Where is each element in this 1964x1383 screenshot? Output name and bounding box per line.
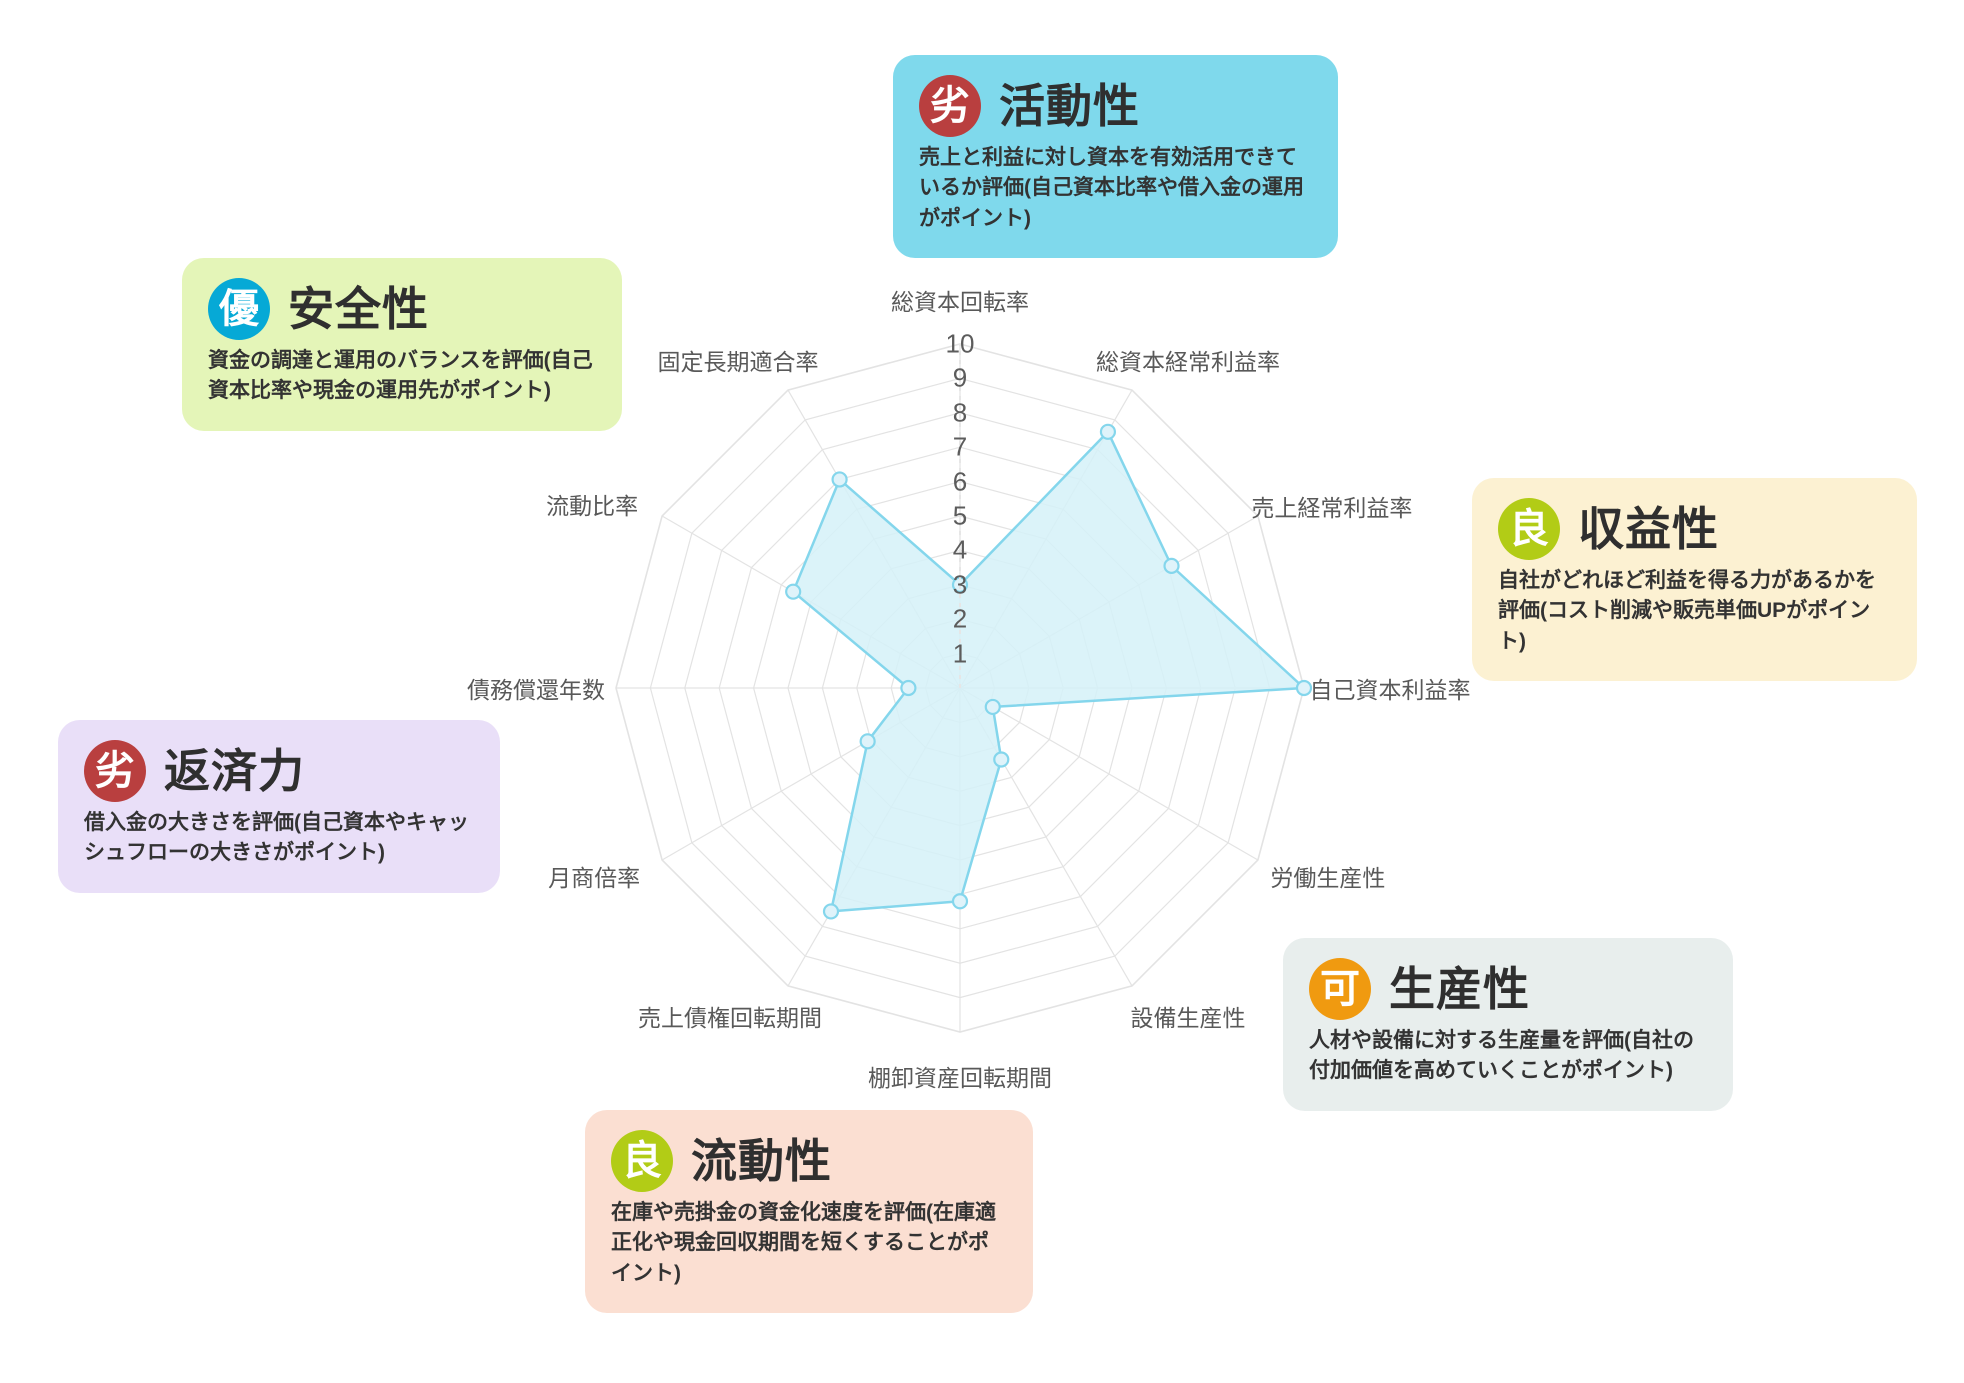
radar-tick-label-4: 4 bbox=[952, 534, 968, 565]
radar-tick-label-6: 6 bbox=[952, 466, 968, 497]
radar-axis-label-4: 労働生産性 bbox=[1270, 865, 1386, 891]
radar-tick-label-2: 2 bbox=[952, 603, 968, 634]
card-activity-title: 活動性 bbox=[999, 80, 1140, 132]
card-productivity-rank-badge: 可 bbox=[1309, 958, 1371, 1020]
card-activity[interactable]: 劣 活動性 売上と利益に対し資本を有効活用できているか評価(自己資本比率や借入金… bbox=[893, 55, 1338, 259]
radar-point-1 bbox=[1099, 423, 1117, 440]
radar-chart-svg bbox=[615, 343, 1313, 1033]
card-safety-title: 安全性 bbox=[288, 283, 429, 335]
card-profitability-description: 自社がどれほど利益を得る力があるかを評価(コスト削減や販売単価UPがポイント) bbox=[1498, 569, 1876, 653]
radar-axis-label-3: 自己資本利益率 bbox=[1309, 677, 1471, 703]
card-activity-rank-badge: 劣 bbox=[919, 75, 981, 137]
radar-tick-label-9: 9 bbox=[952, 362, 968, 393]
card-liquidity-head: 良 流動性 bbox=[611, 1130, 1007, 1192]
card-safety-head: 優 安全性 bbox=[208, 278, 596, 340]
card-liquidity-description: 在庫や売掛金の資金化速度を評価(在庫適正化や現金回収期間を短くすることがポイント… bbox=[611, 1201, 996, 1285]
radar-tick-label-10: 10 bbox=[945, 328, 975, 359]
card-repayment-title: 返済力 bbox=[164, 745, 305, 797]
radar-series-area bbox=[791, 430, 1306, 913]
radar-axis-label-7: 売上債権回転期間 bbox=[638, 1004, 822, 1031]
radar-data-points bbox=[785, 423, 1313, 920]
radar-tick-label-1: 1 bbox=[952, 638, 968, 669]
radar-tick-label-5: 5 bbox=[952, 500, 968, 531]
radar-point-3 bbox=[1295, 679, 1313, 697]
card-safety-rank-badge: 優 bbox=[208, 278, 270, 340]
radar-tick-label-8: 8 bbox=[952, 397, 968, 428]
radar-spoke bbox=[959, 687, 1259, 861]
card-repayment-description: 借入金の大きさを評価(自己資本やキャッシュフローの大きさがポイント) bbox=[84, 811, 469, 865]
radar-point-10 bbox=[785, 583, 802, 600]
card-activity-description: 売上と利益に対し資本を有効活用できているか評価(自己資本比率や借入金の運用がポイ… bbox=[919, 146, 1304, 230]
radar-tick-label-3: 3 bbox=[952, 569, 968, 600]
card-profitability-rank-badge: 良 bbox=[1498, 498, 1560, 560]
card-productivity[interactable]: 可 生産性 人材や設備に対する生産量を評価(自社の付加価値を高めていくことがポイ… bbox=[1283, 938, 1733, 1111]
radar-point-9 bbox=[900, 679, 917, 697]
card-productivity-head: 可 生産性 bbox=[1309, 958, 1707, 1020]
card-liquidity-title: 流動性 bbox=[691, 1135, 832, 1187]
card-profitability-title: 収益性 bbox=[1578, 503, 1719, 555]
card-liquidity[interactable]: 良 流動性 在庫や売掛金の資金化速度を評価(在庫適正化や現金回収期間を短くするこ… bbox=[585, 1110, 1033, 1314]
radar-tick-label-7: 7 bbox=[952, 431, 968, 462]
radar-axis-label-8: 月商倍率 bbox=[548, 865, 641, 891]
financial-radar-chart: 総資本回転率総資本経常利益率売上経常利益率自己資本利益率労働生産性設備生産性棚卸… bbox=[430, 230, 1530, 1150]
radar-point-7 bbox=[822, 903, 840, 920]
card-profitability[interactable]: 良 収益性 自社がどれほど利益を得る力があるかを評価(コスト削減や販売単価UPが… bbox=[1472, 478, 1917, 682]
radar-point-6 bbox=[951, 893, 969, 910]
radar-axis-label-1: 総資本経常利益率 bbox=[1096, 349, 1280, 376]
card-repayment-rank-badge: 劣 bbox=[84, 740, 146, 802]
radar-point-2 bbox=[1163, 557, 1180, 574]
card-liquidity-rank-badge: 良 bbox=[611, 1130, 673, 1192]
radar-point-5 bbox=[993, 751, 1010, 768]
card-repayment[interactable]: 劣 返済力 借入金の大きさを評価(自己資本やキャッシュフローの大きさがポイント) bbox=[58, 720, 500, 893]
card-productivity-description: 人材や設備に対する生産量を評価(自社の付加価値を高めていくことがポイント) bbox=[1309, 1029, 1694, 1083]
card-productivity-title: 生産性 bbox=[1389, 963, 1530, 1015]
radar-axis-label-11: 固定長期適合率 bbox=[657, 349, 819, 376]
card-safety[interactable]: 優 安全性 資金の調達と運用のバランスを評価(自己資本比率や現金の運用先がポイン… bbox=[182, 258, 622, 431]
radar-point-8 bbox=[859, 733, 876, 750]
card-repayment-head: 劣 返済力 bbox=[84, 740, 474, 802]
card-safety-description: 資金の調達と運用のバランスを評価(自己資本比率や現金の運用先がポイント) bbox=[208, 349, 593, 403]
radar-axis-label-10: 流動比率 bbox=[546, 493, 639, 519]
radar-axis-label-0: 総資本回転率 bbox=[891, 289, 1029, 315]
card-activity-head: 劣 活動性 bbox=[919, 75, 1312, 137]
card-profitability-head: 良 収益性 bbox=[1498, 498, 1891, 560]
radar-axis-label-5: 設備生産性 bbox=[1130, 1004, 1246, 1031]
radar-axis-label-2: 売上経常利益率 bbox=[1251, 495, 1413, 521]
radar-axis-label-9: 債務償還年数 bbox=[467, 677, 605, 703]
radar-point-11 bbox=[831, 471, 848, 488]
radar-axis-label-6: 棚卸資産回転期間 bbox=[868, 1065, 1052, 1091]
radar-point-4 bbox=[984, 698, 1001, 716]
